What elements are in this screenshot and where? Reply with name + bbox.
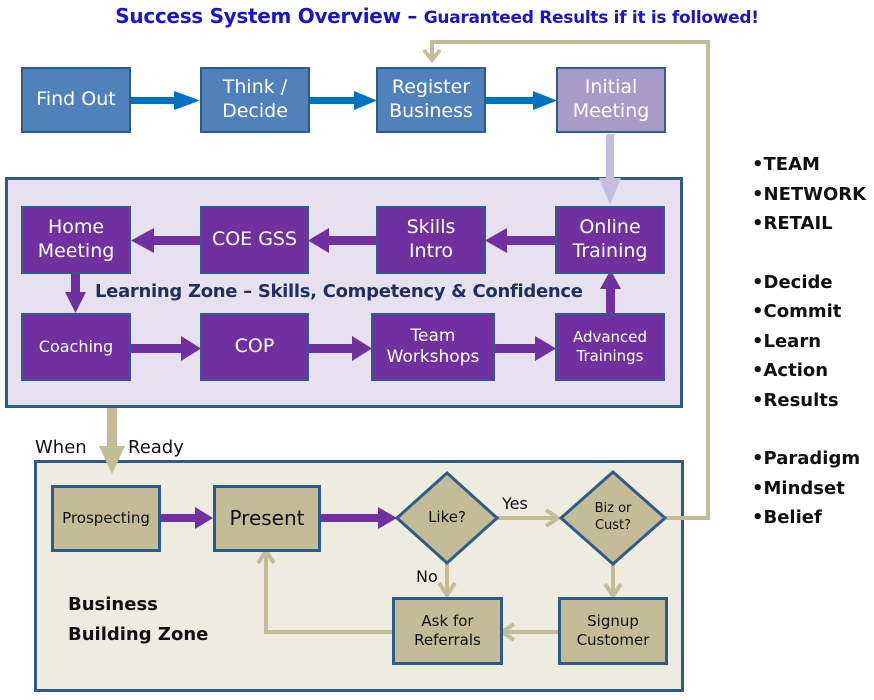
arrow-cop-to-workshops: [308, 336, 372, 361]
arrow-present-to-like: [320, 507, 397, 529]
step-present[interactable]: Present: [213, 485, 321, 552]
like-label: Like?: [428, 508, 466, 527]
side-item: •Learn: [752, 330, 822, 352]
arrow-ask-to-present: [256, 547, 393, 634]
step-advanced-trainings[interactable]: Advanced Trainings: [555, 313, 665, 381]
side-item: •Commit: [752, 301, 842, 322]
step-team-workshops[interactable]: Team Workshops: [371, 313, 495, 381]
no-label: No: [416, 567, 438, 586]
arrow-skills-to-coegss: [308, 228, 377, 253]
step-prospecting[interactable]: Prospecting: [51, 485, 161, 552]
side-item: •Results: [752, 389, 839, 411]
step-initial-meeting[interactable]: Initial Meeting: [556, 67, 666, 133]
step-label: Initial Meeting: [572, 76, 650, 122]
step-label: Online Training: [572, 216, 648, 262]
side-item: •Paradigm: [752, 448, 861, 469]
step-ask-for-referrals[interactable]: Ask for Referrals: [392, 597, 503, 665]
ready-label: Ready: [128, 437, 184, 458]
arrow-biz-to-signup: [603, 563, 623, 600]
title-main: Success System Overview: [115, 4, 401, 28]
arrow-home-to-coaching: [65, 273, 86, 313]
side-list: •TEAM •NETWORK •RETAIL •Decide •Commit •…: [752, 150, 866, 562]
step-coe-gss[interactable]: COE GSS: [200, 206, 309, 274]
page-title: Success System Overview – Guaranteed Res…: [0, 4, 874, 28]
yes-label: Yes: [502, 494, 528, 513]
side-item: •RETAIL: [752, 213, 833, 234]
side-item: •Action: [752, 360, 829, 381]
step-label: Register Business: [389, 76, 473, 122]
arrow-signup-to-ask: [498, 622, 558, 642]
side-item: •Belief: [752, 507, 822, 528]
step-register-business[interactable]: Register Business: [376, 67, 486, 133]
arrow-findout-to-think: [130, 91, 200, 110]
learning-zone-label: Learning Zone – Skills, Competency & Con…: [95, 281, 583, 302]
arrow-initial-to-online: [599, 134, 621, 205]
business-zone-label-line2: Building Zone: [68, 624, 209, 645]
side-item: •Mindset: [752, 477, 845, 499]
business-zone-label: Business Building Zone: [68, 590, 208, 650]
arrow-think-to-register: [310, 91, 377, 110]
arrow-advanced-to-online: [600, 270, 621, 313]
step-label: Prospecting: [62, 509, 150, 528]
step-label: Find Out: [36, 88, 116, 111]
step-label: Think / Decide: [222, 76, 288, 122]
step-label: Coaching: [38, 337, 114, 356]
step-label: Home Meeting: [37, 216, 115, 262]
like-decision[interactable]: [394, 470, 500, 566]
arrow-register-to-initial: [486, 91, 557, 110]
step-find-out[interactable]: Find Out: [21, 67, 131, 133]
step-label: Team Workshops: [386, 325, 480, 367]
side-item: •Decide: [752, 271, 833, 293]
step-home-meeting[interactable]: Home Meeting: [21, 206, 131, 274]
business-zone-label-line1: Business: [68, 594, 158, 615]
when-label: When: [35, 437, 87, 458]
arrow-coaching-to-cop: [131, 336, 201, 361]
side-group-mindset: •Paradigm •Mindset •Belief: [752, 444, 866, 533]
step-label: Present: [229, 506, 305, 530]
arrow-online-to-skills: [485, 228, 557, 253]
title-dash: –: [400, 4, 424, 28]
step-online-training[interactable]: Online Training: [555, 206, 665, 274]
step-signup-customer[interactable]: Signup Customer: [558, 597, 668, 665]
step-label: Advanced Trainings: [572, 328, 648, 365]
side-group-process: •Decide •Commit •Learn •Action •Results: [752, 268, 866, 416]
biz-or-cust-decision[interactable]: [558, 469, 668, 567]
arrow-when-ready: [99, 408, 125, 474]
arrow-coegss-to-home: [131, 228, 200, 253]
step-coaching[interactable]: Coaching: [21, 313, 131, 381]
arrow-like-to-ask: [437, 563, 457, 599]
step-skills-intro[interactable]: Skills Intro: [376, 206, 486, 274]
arrow-workshops-to-advanced: [494, 336, 556, 361]
step-label: Skills Intro: [406, 216, 456, 262]
side-item: •TEAM: [752, 154, 820, 175]
step-label: COE GSS: [211, 228, 298, 251]
step-label: Ask for Referrals: [414, 612, 481, 649]
step-cop[interactable]: COP: [200, 313, 309, 381]
step-think-decide[interactable]: Think / Decide: [200, 67, 310, 133]
side-item: •NETWORK: [752, 183, 867, 205]
title-sub: Guaranteed Results if it is followed!: [423, 8, 759, 28]
step-label: COP: [234, 335, 275, 358]
arrow-prospecting-to-present: [160, 507, 213, 529]
side-group-business-types: •TEAM •NETWORK •RETAIL: [752, 150, 866, 239]
step-label: Signup Customer: [576, 612, 650, 649]
biz-or-cust-label: Biz or Cust?: [594, 501, 632, 533]
arrow-like-to-biz: [497, 508, 562, 528]
arrow-biz-to-register: [422, 40, 710, 520]
